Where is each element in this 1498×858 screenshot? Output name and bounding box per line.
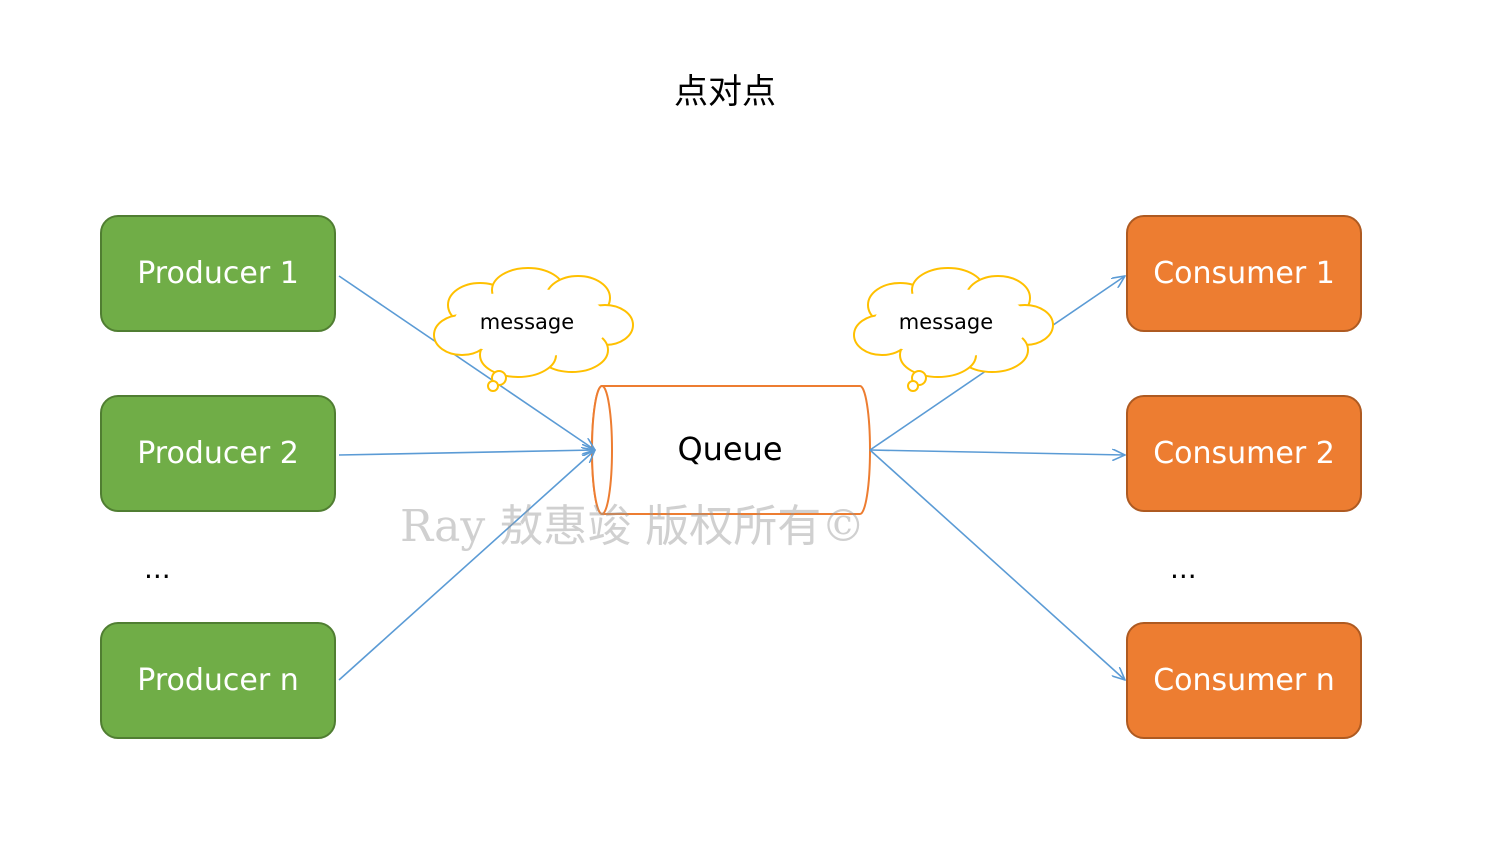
arrow-producer-1	[338, 275, 595, 450]
producer-n-box: Producer n	[100, 622, 336, 739]
producer-1-label: Producer 1	[137, 256, 299, 291]
arrow-producer-n	[338, 450, 595, 681]
arrow-consumer-2	[869, 450, 1125, 455]
consumer-ellipsis: ...	[1170, 552, 1197, 585]
consumer-2-label: Consumer 2	[1153, 436, 1335, 471]
message-cloud-left	[433, 267, 634, 392]
queue-cylinder	[591, 385, 871, 515]
message-label-right: message	[898, 310, 994, 334]
arrow-producer-2	[338, 450, 595, 455]
diagram-title: 点对点	[674, 72, 776, 112]
consumer-2-box: Consumer 2	[1126, 395, 1362, 512]
consumer-n-box: Consumer n	[1126, 622, 1362, 739]
arrow-consumer-n	[869, 449, 1125, 680]
message-cloud-right	[853, 267, 1054, 392]
message-label-left: message	[479, 310, 575, 334]
consumer-1-label: Consumer 1	[1153, 256, 1335, 291]
producer-ellipsis: ...	[144, 552, 171, 585]
producer-1-box: Producer 1	[100, 215, 336, 332]
copyright-watermark: Ray 敖惠竣 版权所有©	[400, 501, 866, 552]
producer-n-label: Producer n	[137, 663, 299, 698]
producer-2-box: Producer 2	[100, 395, 336, 512]
producer-2-label: Producer 2	[137, 436, 299, 471]
consumer-1-box: Consumer 1	[1126, 215, 1362, 332]
queue-label: Queue	[677, 430, 783, 468]
consumer-n-label: Consumer n	[1153, 663, 1335, 698]
